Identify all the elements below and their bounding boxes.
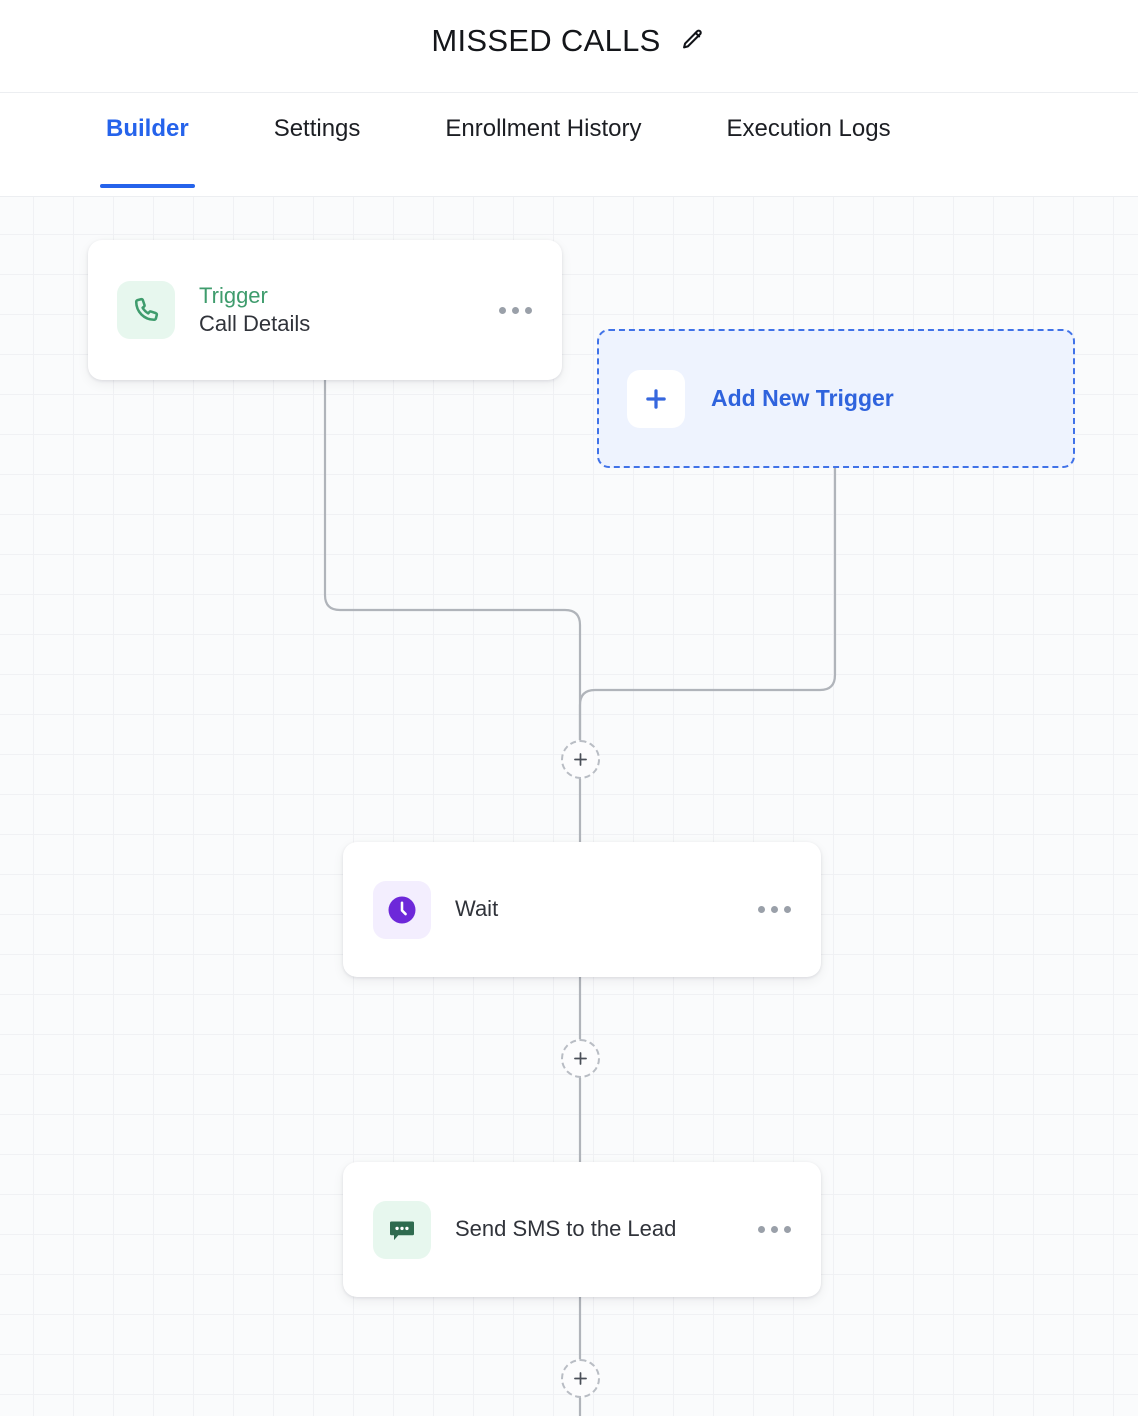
plus-icon bbox=[574, 1372, 587, 1385]
phone-icon bbox=[117, 281, 175, 339]
pencil-icon[interactable] bbox=[677, 25, 707, 55]
dot bbox=[758, 1226, 765, 1233]
node-sms-more-horizontal-icon[interactable] bbox=[754, 1218, 795, 1241]
plus-icon bbox=[574, 1052, 587, 1065]
add-step-button-1[interactable] bbox=[561, 740, 600, 779]
node-add-new-trigger[interactable]: Add New Trigger bbox=[597, 329, 1075, 468]
page-title: MISSED CALLS bbox=[431, 22, 661, 58]
node-wait-more-horizontal-icon[interactable] bbox=[754, 898, 795, 921]
dot bbox=[525, 306, 532, 314]
plus-icon bbox=[627, 369, 685, 428]
add-step-button-3[interactable] bbox=[561, 1359, 600, 1398]
node-trigger-kicker: Trigger bbox=[199, 282, 268, 308]
add-step-button-2[interactable] bbox=[561, 1039, 600, 1078]
tab-settings[interactable]: Settings bbox=[268, 114, 367, 188]
tab-bar: Builder Settings Enrollment History Exec… bbox=[0, 93, 1138, 197]
node-trigger-subtitle: Call Details bbox=[199, 311, 311, 336]
page-header-inner: MISSED CALLS bbox=[431, 25, 706, 56]
plus-icon bbox=[574, 753, 587, 766]
node-send-sms[interactable]: Send SMS to the Lead bbox=[343, 1162, 821, 1297]
page-header: MISSED CALLS bbox=[0, 0, 1138, 93]
node-sms-label: Send SMS to the Lead bbox=[455, 1216, 677, 1242]
node-trigger-text: Trigger Call Details bbox=[175, 282, 495, 338]
add-new-trigger-label: Add New Trigger bbox=[711, 384, 894, 411]
dot bbox=[771, 1226, 778, 1233]
node-sms-text: Send SMS to the Lead bbox=[431, 1215, 754, 1243]
tab-enrollment-history[interactable]: Enrollment History bbox=[439, 114, 647, 188]
workflow-canvas[interactable]: Trigger Call Details Add New Trigger bbox=[0, 197, 1138, 1416]
tab-builder[interactable]: Builder bbox=[100, 114, 195, 188]
node-wait[interactable]: Wait bbox=[343, 842, 821, 977]
clock-icon bbox=[373, 880, 431, 939]
node-wait-label: Wait bbox=[455, 896, 499, 922]
dot bbox=[784, 1226, 791, 1233]
node-trigger-more-horizontal-icon[interactable] bbox=[495, 299, 536, 322]
node-trigger[interactable]: Trigger Call Details bbox=[88, 240, 562, 380]
dot bbox=[771, 906, 778, 913]
dot bbox=[499, 306, 506, 314]
tab-execution-logs[interactable]: Execution Logs bbox=[720, 114, 896, 188]
message-bubble-icon bbox=[373, 1200, 431, 1259]
dot bbox=[784, 906, 791, 913]
node-wait-text: Wait bbox=[431, 895, 754, 923]
dot bbox=[512, 306, 519, 314]
dot bbox=[758, 906, 765, 913]
